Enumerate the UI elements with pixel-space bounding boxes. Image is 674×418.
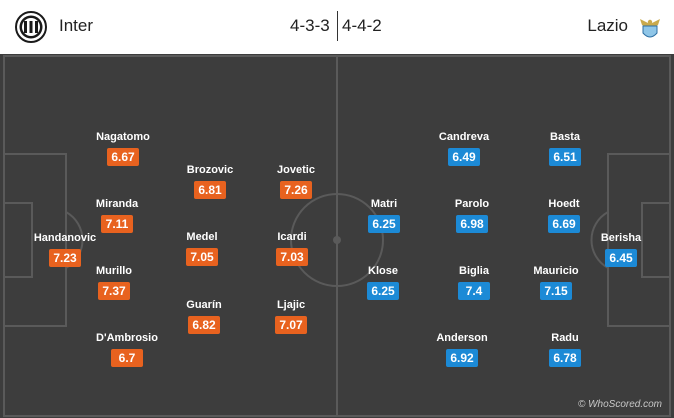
player-name: Icardi xyxy=(277,231,307,243)
away-player[interactable]: Biglia 7.4 xyxy=(434,265,514,300)
player-name: Hoedt xyxy=(548,198,580,210)
player-rating: 6.81 xyxy=(194,181,226,199)
player-name: Medel xyxy=(186,231,218,243)
player-rating: 7.37 xyxy=(98,282,130,300)
player-rating: 6.92 xyxy=(446,349,478,367)
player-name: Matri xyxy=(370,198,398,210)
away-player[interactable]: Hoedt 6.69 xyxy=(524,198,604,233)
player-name: D'Ambrosio xyxy=(96,332,158,344)
player-name: Ljajic xyxy=(276,299,306,311)
home-player[interactable]: Handanovic 7.23 xyxy=(25,232,105,267)
home-player[interactable]: Guarín 6.82 xyxy=(164,299,244,334)
away-player[interactable]: Anderson 6.92 xyxy=(422,332,502,367)
player-rating: 7.05 xyxy=(186,248,218,266)
player-name: Candreva xyxy=(438,131,490,143)
player-rating: 6.25 xyxy=(368,215,400,233)
player-rating: 7.4 xyxy=(458,282,490,300)
player-name: Parolo xyxy=(454,198,490,210)
player-name: Biglia xyxy=(459,265,489,277)
player-rating: 6.67 xyxy=(107,148,139,166)
player-name: Miranda xyxy=(95,198,139,210)
home-player[interactable]: Nagatomo 6.67 xyxy=(83,131,163,166)
player-name: Berisha xyxy=(600,232,642,244)
pitch: Nagatomo 6.67 Miranda 7.11 Handanovic 7.… xyxy=(0,54,674,418)
home-player[interactable]: Icardi 7.03 xyxy=(252,231,332,266)
away-player[interactable]: Parolo 6.98 xyxy=(432,198,512,233)
away-player[interactable]: Mauricio 7.15 xyxy=(516,265,596,300)
player-name: Murillo xyxy=(95,265,133,277)
player-name: Handanovic xyxy=(33,232,97,244)
player-rating: 7.26 xyxy=(280,181,312,199)
player-name: Anderson xyxy=(436,332,488,344)
player-rating: 6.51 xyxy=(549,148,581,166)
player-rating: 6.45 xyxy=(605,249,637,267)
formation-divider xyxy=(337,11,338,41)
player-name: Basta xyxy=(550,131,580,143)
home-player[interactable]: Miranda 7.11 xyxy=(77,198,157,233)
home-formation: 4-3-3 xyxy=(290,16,330,35)
player-rating: 6.82 xyxy=(188,316,220,334)
home-player[interactable]: Murillo 7.37 xyxy=(74,265,154,300)
player-name: Guarín xyxy=(186,299,222,311)
player-name: Jovetic xyxy=(277,164,315,176)
player-rating: 6.69 xyxy=(548,215,580,233)
player-name: Klose xyxy=(368,265,398,277)
away-formation: 4-4-2 xyxy=(342,16,382,35)
player-rating: 6.7 xyxy=(111,349,143,367)
player-rating: 6.49 xyxy=(448,148,480,166)
player-rating: 7.11 xyxy=(101,215,133,233)
away-team-name: Lazio xyxy=(587,16,628,35)
away-player[interactable]: Matri 6.25 xyxy=(344,198,424,233)
player-name: Brozovic xyxy=(186,164,234,176)
home-player[interactable]: D'Ambrosio 6.7 xyxy=(87,332,167,367)
player-rating: 7.07 xyxy=(275,316,307,334)
whoscored-watermark: © WhoScored.com xyxy=(577,399,662,410)
home-player[interactable]: Brozovic 6.81 xyxy=(170,164,250,199)
away-player[interactable]: Candreva 6.49 xyxy=(424,131,504,166)
player-rating: 7.15 xyxy=(540,282,572,300)
home-team-name: Inter xyxy=(59,16,94,35)
player-name: Radu xyxy=(551,332,579,344)
player-rating: 6.98 xyxy=(456,215,488,233)
home-player[interactable]: Jovetic 7.26 xyxy=(256,164,336,199)
player-rating: 7.03 xyxy=(276,248,308,266)
home-player[interactable]: Medel 7.05 xyxy=(162,231,242,266)
player-name: Nagatomo xyxy=(96,131,150,143)
away-player[interactable]: Radu 6.78 xyxy=(525,332,605,367)
away-player[interactable]: Berisha 6.45 xyxy=(581,232,661,267)
away-player[interactable]: Klose 6.25 xyxy=(343,265,423,300)
player-name: Mauricio xyxy=(533,265,579,277)
lazio-eagle-icon xyxy=(640,19,660,38)
player-rating: 7.23 xyxy=(49,249,81,267)
home-player[interactable]: Ljajic 7.07 xyxy=(251,299,331,334)
player-rating: 6.78 xyxy=(549,349,581,367)
inter-crest-icon xyxy=(15,11,47,43)
match-header: Inter 4-3-3 4-4-2 Lazio xyxy=(0,0,674,54)
away-player[interactable]: Basta 6.51 xyxy=(525,131,605,166)
player-rating: 6.25 xyxy=(367,282,399,300)
